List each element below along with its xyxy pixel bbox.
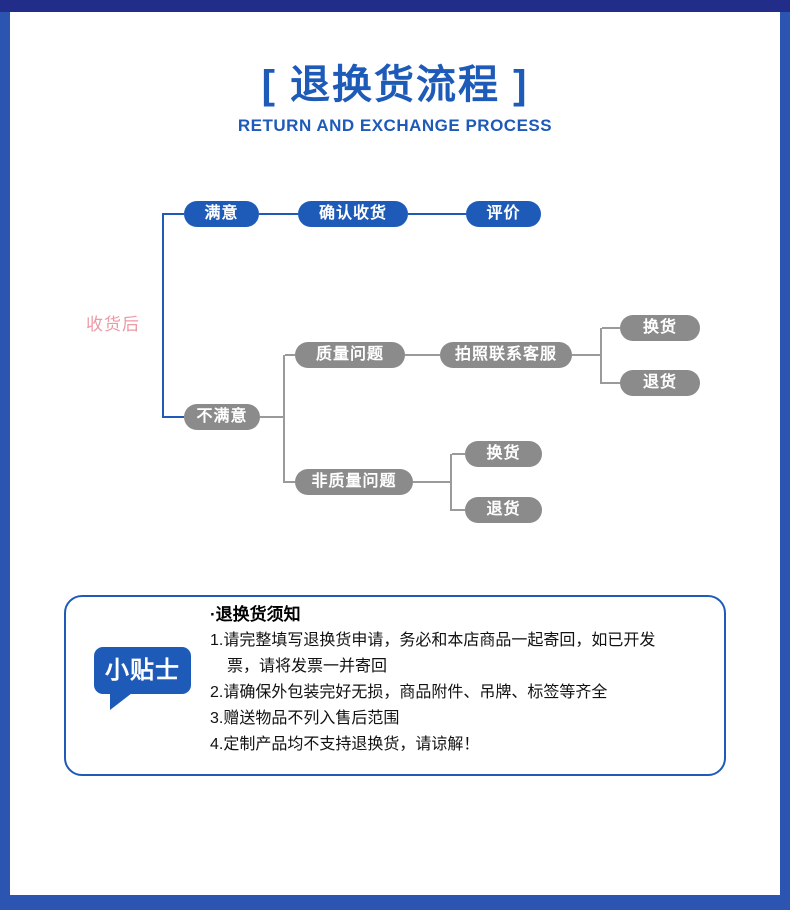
connector-quality-contact bbox=[405, 354, 440, 356]
tips-note-line: 票，请将发票一并寄回 bbox=[227, 658, 388, 675]
connector-bracket-vertical bbox=[162, 213, 164, 418]
tips-note-line: 1.请完整填写退换货申请，务必和本店商品一起寄回，如已开发 bbox=[210, 632, 656, 649]
flow-node-exchange-b: 换货 bbox=[465, 441, 542, 467]
connector-to-return-b bbox=[452, 509, 465, 511]
connector-split-vertical bbox=[283, 355, 285, 483]
connector-bracket-to-unsatisfied bbox=[162, 416, 184, 418]
tips-badge-tail bbox=[110, 693, 132, 710]
tips-note-line: 4.定制产品均不支持退换货，请谅解！ bbox=[210, 736, 480, 753]
connector-contact-vertical bbox=[600, 328, 602, 384]
flow-node-return-b: 退货 bbox=[465, 497, 542, 523]
connector-to-quality bbox=[285, 354, 295, 356]
connector-unsatisfied-split bbox=[260, 416, 283, 418]
flow-node-contact-service: 拍照联系客服 bbox=[440, 342, 572, 368]
connector-bracket-to-satisfied bbox=[162, 213, 184, 215]
connector-to-nonquality bbox=[285, 481, 295, 483]
connector-nonquality-split bbox=[413, 481, 450, 483]
label-after-receipt: 收货后 bbox=[86, 315, 140, 334]
flow-node-exchange-a: 换货 bbox=[620, 315, 700, 341]
page-subtitle: RETURN AND EXCHANGE PROCESS bbox=[237, 116, 553, 135]
page-title: [ 退换货流程 ] bbox=[261, 63, 529, 107]
connector-to-exchange-a bbox=[602, 327, 620, 329]
tips-heading: ·退换货须知 bbox=[210, 605, 301, 624]
tips-note-line: 2.请确保外包装完好无损，商品附件、吊牌、标签等齐全 bbox=[210, 684, 608, 701]
flow-node-confirm-receipt: 确认收货 bbox=[298, 201, 408, 227]
connector-satisfied-confirm bbox=[259, 213, 298, 215]
flow-node-unsatisfied: 不满意 bbox=[184, 404, 260, 430]
flow-node-satisfied: 满意 bbox=[184, 201, 259, 227]
tips-note-line: 3.赠送物品不列入售后范围 bbox=[210, 710, 400, 727]
tips-badge: 小贴士 bbox=[94, 647, 191, 694]
connector-nonquality-vertical bbox=[450, 454, 452, 511]
flow-node-review: 评价 bbox=[466, 201, 541, 227]
connector-to-return-a bbox=[602, 382, 620, 384]
top-border-strip bbox=[0, 0, 790, 12]
connector-contact-split bbox=[572, 354, 600, 356]
flow-node-return-a: 退货 bbox=[620, 370, 700, 396]
flow-node-quality-issue: 质量问题 bbox=[295, 342, 405, 368]
flow-node-nonquality-issue: 非质量问题 bbox=[295, 469, 413, 495]
connector-to-exchange-b bbox=[452, 453, 465, 455]
tips-notes: ·退换货须知 1.请完整填写退换货申请，务必和本店商品一起寄回，如已开发 票，请… bbox=[210, 602, 715, 758]
connector-confirm-review bbox=[408, 213, 466, 215]
